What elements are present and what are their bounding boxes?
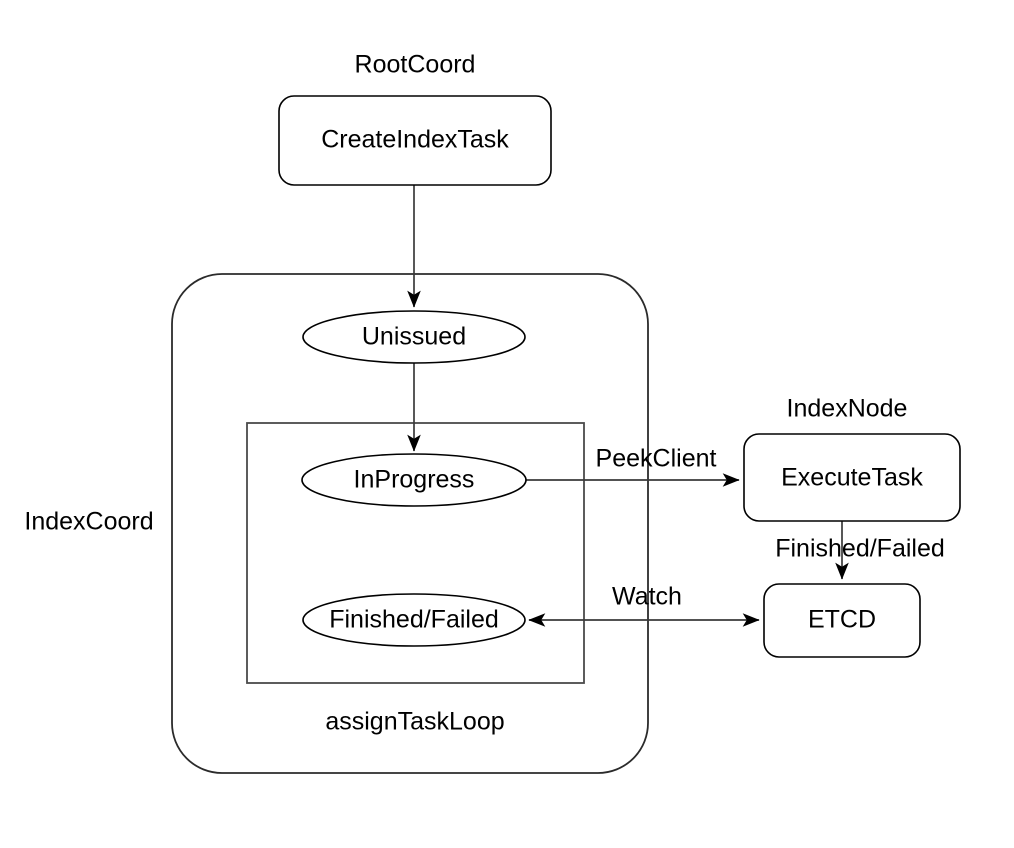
node-finished-failed[interactable] xyxy=(302,593,526,647)
indexnode-label: IndexNode xyxy=(787,395,908,423)
node-execute-task-label: ExecuteTask xyxy=(781,464,923,492)
assigntaskloop-label: assignTaskLoop xyxy=(325,708,504,736)
node-etcd[interactable] xyxy=(763,583,921,658)
node-etcd-label: ETCD xyxy=(808,606,876,634)
assigntaskloop-container xyxy=(246,422,585,684)
indexcoord-label: IndexCoord xyxy=(24,508,153,536)
edge-label-peekclient: PeekClient xyxy=(596,445,717,473)
node-in-progress[interactable] xyxy=(301,453,527,507)
node-create-index-task[interactable] xyxy=(278,95,552,186)
node-unissued-label: Unissued xyxy=(362,323,466,351)
indexcoord-container xyxy=(171,273,649,774)
edge-label-watch: Watch xyxy=(612,583,682,611)
node-in-progress-label: InProgress xyxy=(354,466,475,494)
node-create-index-task-label: CreateIndexTask xyxy=(321,126,509,154)
edge-label-finished-failed: Finished/Failed xyxy=(775,535,945,563)
node-unissued[interactable] xyxy=(302,310,526,364)
node-execute-task[interactable] xyxy=(743,433,961,522)
rootcoord-label: RootCoord xyxy=(355,51,476,79)
node-finished-failed-label: Finished/Failed xyxy=(329,606,499,634)
